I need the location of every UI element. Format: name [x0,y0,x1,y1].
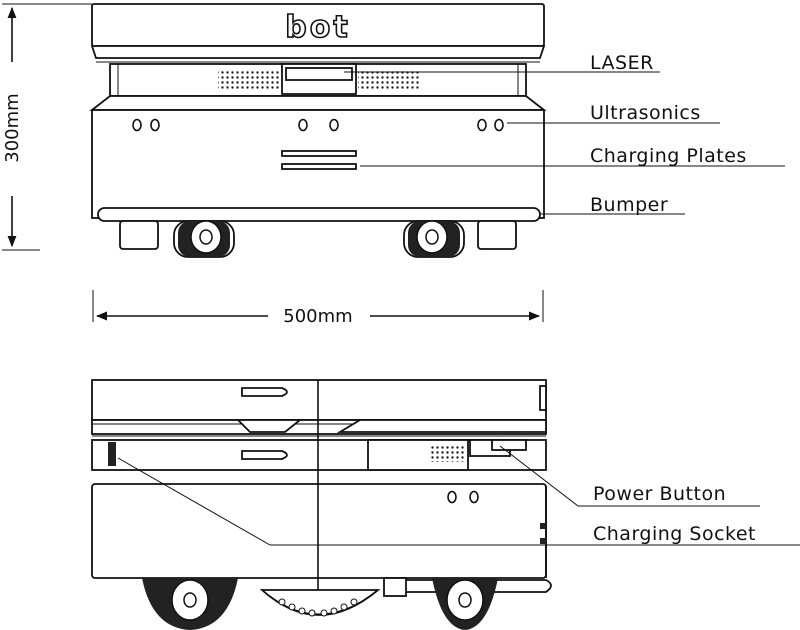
logo-text: bot [285,10,350,45]
label-charging-socket: Charging Socket [593,523,756,545]
label-laser: LASER [590,52,654,74]
left-wheel [173,220,235,258]
body-shoulder [89,95,547,111]
width-label: 500mm [283,306,352,327]
ultrasonic-sensors [132,118,504,132]
side-left-wheel [142,578,238,630]
right-wheel [403,220,465,258]
power-button-leader [499,445,760,507]
side-view: Power Button Charging Socket [91,379,800,630]
right-caster [477,220,517,250]
label-charging-plates: Charging Plates [590,145,747,167]
top-handle [241,387,288,397]
front-view: bot [2,3,785,327]
bumper [97,207,541,222]
label-bumper: Bumper [590,194,668,216]
right-grille [358,69,420,90]
side-top-shelf [91,379,547,421]
label-ultrasonics: Ultrasonics [590,102,701,124]
side-right-wheel [432,578,498,630]
width-dimension: 500mm [92,290,544,327]
label-power-button: Power Button [593,483,726,505]
charging-plates [281,150,357,170]
charging-socket-leader [117,457,800,546]
left-caster [119,220,159,250]
left-grille [218,69,280,90]
side-caster-arc [259,589,381,617]
height-label: 300mm [2,93,23,162]
lid-base [90,45,546,59]
height-dimension: 300mm [2,3,92,251]
